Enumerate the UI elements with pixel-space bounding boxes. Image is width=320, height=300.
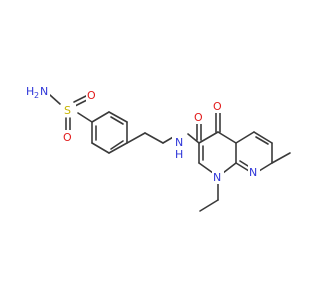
keto-oxygen-label: O bbox=[213, 100, 222, 113]
molecule-structure: H 2 N S O O N H O O N N bbox=[24, 84, 291, 212]
amide-n-label: N bbox=[175, 136, 183, 149]
amide-h-label: H bbox=[175, 148, 183, 161]
atom-labels: H 2 N S O O N H O O N N bbox=[24, 84, 260, 184]
bonds bbox=[49, 94, 291, 212]
amide-oxygen-label: O bbox=[194, 111, 203, 124]
sulfonyl-oxygen-top-label: O bbox=[87, 89, 96, 102]
molecule-canvas: H 2 N S O O N H O O N N bbox=[24, 84, 291, 212]
ring-n1-label: N bbox=[213, 171, 221, 184]
amine-subscript-label: 2 bbox=[34, 91, 39, 100]
amine-h-label: H bbox=[26, 85, 34, 98]
ring-n8-label: N bbox=[249, 166, 257, 179]
sulfur-label: S bbox=[64, 104, 71, 117]
sulfonyl-oxygen-bottom-label: O bbox=[63, 131, 72, 144]
amine-n-label: N bbox=[40, 85, 48, 98]
